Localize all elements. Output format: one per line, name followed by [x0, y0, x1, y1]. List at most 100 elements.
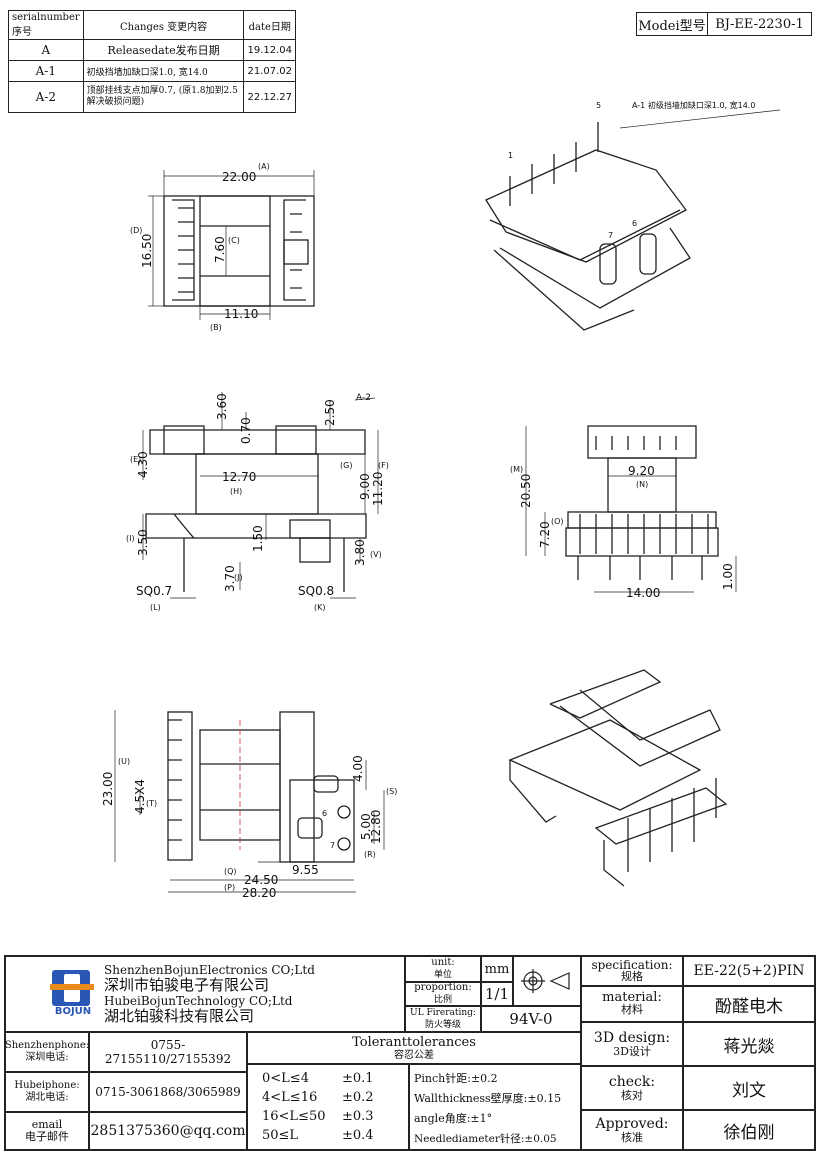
model-value: BJ-EE-2230-1 [715, 16, 804, 32]
hb-phone-cn: 湖北电话: [25, 1092, 69, 1103]
unit-cn: 单位 [433, 970, 452, 980]
company-en-2: HubeiBojunTechnology CO;Ltd [104, 994, 293, 1008]
pin-7-label: 7 [608, 231, 613, 240]
a2-tag: A-2 [356, 393, 371, 403]
dim-955: 9.55 [292, 863, 319, 877]
dim-O: 7.20 [538, 521, 552, 548]
dim-1280: 12.80 [369, 810, 383, 844]
approved-label-cell: Approved: 核准 [581, 1110, 683, 1150]
spec-label-cell: specification: 规格 [581, 956, 683, 986]
dim-U-label: (U) [118, 757, 130, 766]
dim-M-label: (M) [510, 465, 523, 474]
sz-phone-label-cell: Shenzhenphone: 深圳电话: [5, 1032, 89, 1072]
dim-250: 2.50 [323, 399, 337, 426]
tol-range: 4<L≤16 [262, 1090, 318, 1105]
top-view [148, 170, 315, 320]
list-item: 50≤L ±0.4 [262, 1126, 408, 1145]
list-item: 16<L≤50 ±0.3 [262, 1107, 408, 1126]
dim-M: 20.50 [519, 474, 533, 508]
a1-note: A-1 初级挡墙加缺口深1.0, 宽14.0 [632, 100, 755, 110]
dim-H-label: (H) [230, 487, 242, 496]
tol-value: ±0.1 [342, 1071, 374, 1086]
pinch-note: Pinch针距:±0.2 [414, 1072, 498, 1085]
tolerance-notes: Pinch针距:±0.2 Wallthickness壁厚度:±0.15 angl… [409, 1064, 581, 1150]
hb-phone: 0715-3061868/3065989 [89, 1072, 247, 1112]
unit-label-cell: unit: 单位 [405, 956, 481, 982]
table-row: A-1 初级挡墙加缺口深1.0, 宽14.0 21.07.02 [8, 60, 296, 82]
design-label-cell: 3D design: 3D设计 [581, 1022, 683, 1066]
dim-500: 5.00 [359, 813, 373, 840]
iso-view-bottom [508, 669, 728, 887]
dim-T-label: (T) [146, 799, 157, 808]
front-view [142, 392, 379, 599]
company-en-1: ShenzhenBojunElectronics CO;Ltd [104, 963, 315, 977]
company-cell: BOJUN ShenzhenBojunElectronics CO;Ltd 深圳… [5, 956, 405, 1032]
tol-value: ±0.3 [342, 1109, 374, 1124]
material-value: 酚醛电木 [683, 986, 815, 1022]
material-label: material: [602, 990, 662, 1005]
dim-2450: 24.50 [244, 873, 278, 887]
company-cn-2: 湖北铂骏科技有限公司 [104, 1007, 255, 1025]
title-block: BOJUN ShenzhenBojunElectronics CO;Ltd 深圳… [4, 955, 816, 1151]
dim-R-label: (R) [364, 850, 376, 859]
dim-1120: 11.20 [371, 472, 385, 506]
design-label: 3D design: [593, 1030, 671, 1046]
table-row: A Releasedate发布日期 19.12.04 [8, 39, 296, 61]
proportion-label: proportion: [414, 982, 472, 993]
unit-label: unit: [431, 957, 455, 968]
ul-label-cell: UL Firerating: 防火等级 [405, 1006, 481, 1032]
check-label-cell: check: 核对 [581, 1066, 683, 1110]
hb-phone-label-cell: Hubeiphone: 湖北电话: [5, 1072, 89, 1112]
dim-K: SQ0.8 [298, 584, 334, 598]
dim-E-label: (E) [130, 455, 141, 464]
tol-range: 50≤L [262, 1128, 299, 1143]
pin-6-label: 6 [632, 219, 637, 228]
tol-range: 0<L≤4 [262, 1071, 309, 1086]
dim-S-label: (S) [386, 787, 397, 796]
sz-phone: 0755-27155110/27155392 [89, 1032, 247, 1072]
dim-C-label: (C) [228, 236, 240, 245]
approved-cn: 核准 [621, 1131, 643, 1144]
pin-6-bottom: 6 [322, 809, 327, 818]
dim-P-label: (P) [224, 883, 235, 892]
hb-phone-label: Hubeiphone: [14, 1080, 80, 1091]
check-value: 刘文 [683, 1066, 815, 1110]
dim-N-label: (N) [636, 480, 648, 489]
dim-F-label: (F) [378, 461, 389, 470]
dim-100: 1.00 [721, 563, 735, 590]
tolerance-cn: 容忍公差 [394, 1049, 434, 1061]
model-label: Modei型号 [637, 13, 708, 35]
list-item: 4<L≤16 ±0.2 [262, 1088, 408, 1107]
material-label-cell: material: 材料 [581, 986, 683, 1022]
rev-change: Releasedate发布日期 [82, 39, 245, 61]
projection-icon [521, 969, 570, 993]
table-row: A-2 顶部挂线支点加厚0.7, (原1.8加到2.5解决破损问题) 22.12… [8, 81, 296, 113]
header-changes: Changes 变更内容 [82, 10, 245, 40]
dim-V-label: (V) [370, 550, 382, 559]
tolerance-table: 0<L≤4 ±0.1 4<L≤16 ±0.2 16<L≤50 ±0.3 50≤L… [247, 1064, 409, 1150]
dim-070: 0.70 [239, 417, 253, 444]
tolerance-header: Toleranttolerances 容忍公差 [247, 1032, 581, 1064]
side-view [525, 425, 737, 593]
dim-H: 12.70 [222, 470, 256, 484]
company-cn-1: 深圳市铂骏电子有限公司 [104, 976, 270, 994]
revision-header-row: serialnumber序号 Changes 变更内容 date日期 [8, 10, 296, 40]
bottom-view [114, 710, 385, 893]
dim-I: 3.50 [136, 529, 150, 556]
check-cn: 核对 [621, 1089, 643, 1102]
approved-value: 徐伯刚 [683, 1110, 815, 1150]
pin-7-bottom: 7 [330, 841, 335, 850]
company-logo: BOJUN [50, 968, 96, 1020]
dim-T: 4.5X4 [133, 779, 147, 814]
sz-phone-cn: 深圳电话: [25, 1052, 69, 1063]
projection-symbol [513, 956, 581, 1006]
proportion-value: 1/1 [481, 982, 513, 1006]
dim-A: 22.00 [222, 170, 256, 184]
pin-1-label: 1 [508, 151, 513, 160]
material-cn: 材料 [621, 1003, 643, 1016]
list-item: 0<L≤4 ±0.1 [262, 1069, 408, 1088]
dim-J: 3.70 [223, 565, 237, 592]
spec-cn: 规格 [621, 970, 643, 983]
ul-label: UL Firerating: [410, 1008, 476, 1018]
rev-date: 22.12.27 [243, 81, 296, 113]
